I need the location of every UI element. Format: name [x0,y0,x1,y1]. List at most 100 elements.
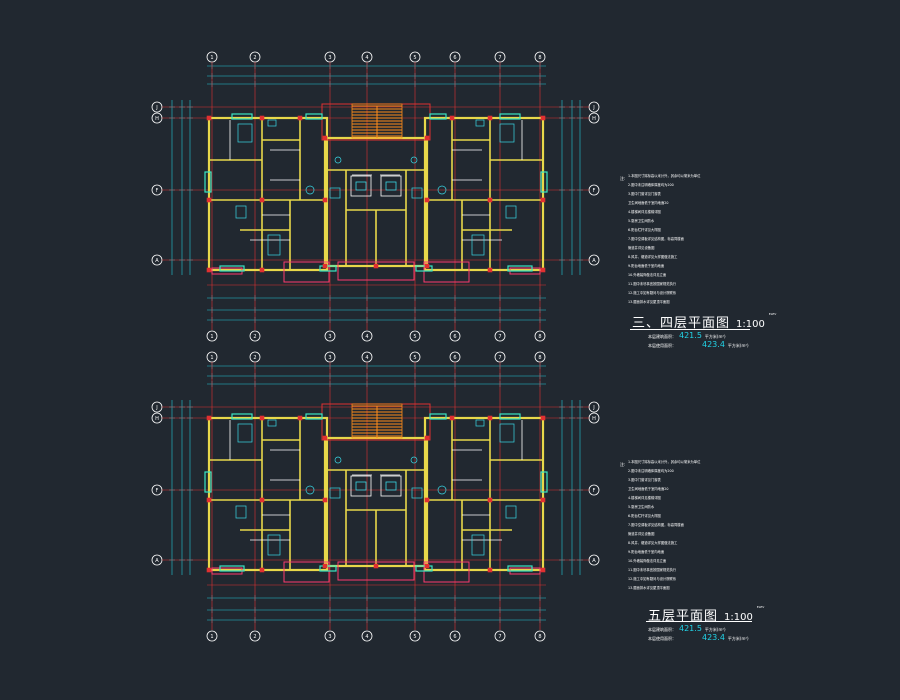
note-line: 1.本图尺寸除标高以米计外，其余均以毫米为单位 [628,174,701,178]
axis-bubble-bottom [449,630,461,642]
column [259,267,265,273]
elevator-car [385,481,397,491]
elevator-shaft [380,175,402,197]
exterior-wall-left [207,416,329,572]
window [219,565,245,572]
axis-bubble-label: 6 [453,55,456,61]
column [540,497,546,503]
axis-bubble-label: 7 [498,55,501,61]
note-line: 管道井详见设备图 [628,532,655,536]
elevator-car [355,481,367,491]
axis-bubble-label: 2 [253,55,256,61]
axis-bubble-label: J [592,105,594,111]
axis-bubble-bottom [206,630,218,642]
balcony [423,561,470,583]
balcony [283,561,330,583]
window [499,113,521,120]
window [540,471,548,493]
window [429,413,447,420]
column [297,115,303,121]
window [507,265,533,272]
window [204,471,212,493]
axis-bubble-label: 1 [210,334,213,340]
axis-bubble-label: 1 [210,55,213,61]
stair-group [351,103,403,139]
axis-bubble-label: 7 [498,634,501,640]
window [231,113,253,120]
column [373,263,379,269]
axis-bubble-label: F [156,488,159,494]
column [322,135,328,141]
column [297,415,303,421]
stair-outline [351,103,403,139]
note-line: 3.图中门窗详见门窗表 [628,192,661,196]
fixture-round [305,485,315,495]
elevator-shaft [350,475,372,497]
window [507,565,533,572]
axis-bubble-bottom [534,330,546,342]
axis-bubble-bottom [361,330,373,342]
window [231,413,253,420]
note-line: 卫生间地面低于室内地面20 [628,487,669,491]
axis-bubble-bottom [206,330,218,342]
note-line: 1.本图尺寸除标高以米计外，其余均以毫米为单位 [628,460,701,464]
axis-bubble-label: 5 [413,334,416,340]
note-line: 10.外墙装饰做法详见立面 [628,273,667,277]
fixture [411,487,423,499]
title-note: ELEV [768,312,777,316]
axis-bubble-label: J [592,405,594,411]
column [259,567,265,573]
note-line: 9.阳台地面低于室内地面 [628,264,665,268]
stair-group [351,403,403,439]
axis-bubble-label: F [593,188,596,194]
axis-bubble-label: 3 [328,334,331,340]
fixture [471,234,485,256]
note-line: 10.外墙装饰做法详见立面 [628,559,667,563]
note-line: 8.风井、烟道详见大样图做法施工 [628,255,678,259]
fixture [499,123,515,143]
column [322,263,328,269]
window [305,413,323,420]
axis-bubble-label: 5 [413,55,416,61]
note-line: 2.图中未注明墙体厚度均为200 [628,469,674,473]
balcony [337,261,415,281]
fixture [505,205,517,219]
note-line: 5.厨房卫生间防水 [628,219,655,223]
window [415,265,433,272]
fixture-round [334,156,342,164]
column [540,267,546,273]
fixture-round [410,456,418,464]
note-line: 11.图中未尽事宜按国家规范执行 [628,282,677,286]
elevator-shaft [350,175,372,197]
note-line: 4.楼梯间详见楼梯详图 [628,496,661,500]
fixture [329,487,341,499]
axis-bubble-label: 1 [210,634,213,640]
fixture [499,423,515,443]
column [487,567,493,573]
axis-bubble-bottom [494,630,506,642]
note-line: 7.图中空调板详见结构图，标高同楼面 [628,237,684,241]
column [206,497,212,503]
note-line: 12.施工中如有疑问与设计院联系 [628,291,677,295]
elevator-car [385,181,397,191]
column [540,415,546,421]
axis-bubble-label: 4 [365,355,368,361]
column [259,197,265,203]
axis-bubble-bottom [249,630,261,642]
axis-bubble-label: 5 [413,634,416,640]
note-line: 管道井详见设备图 [628,246,655,250]
title-underline [630,329,750,330]
column [487,197,493,203]
axis-bubble-label: 3 [328,634,331,640]
note-line: 13.屋面排水详见屋顶平面图 [628,300,670,304]
note-line: 9.阳台地面低于室内地面 [628,550,665,554]
axis-bubble-label: 7 [498,355,501,361]
column [206,197,212,203]
notes-heading-plan-5: 注: [620,462,626,467]
column [322,563,328,569]
